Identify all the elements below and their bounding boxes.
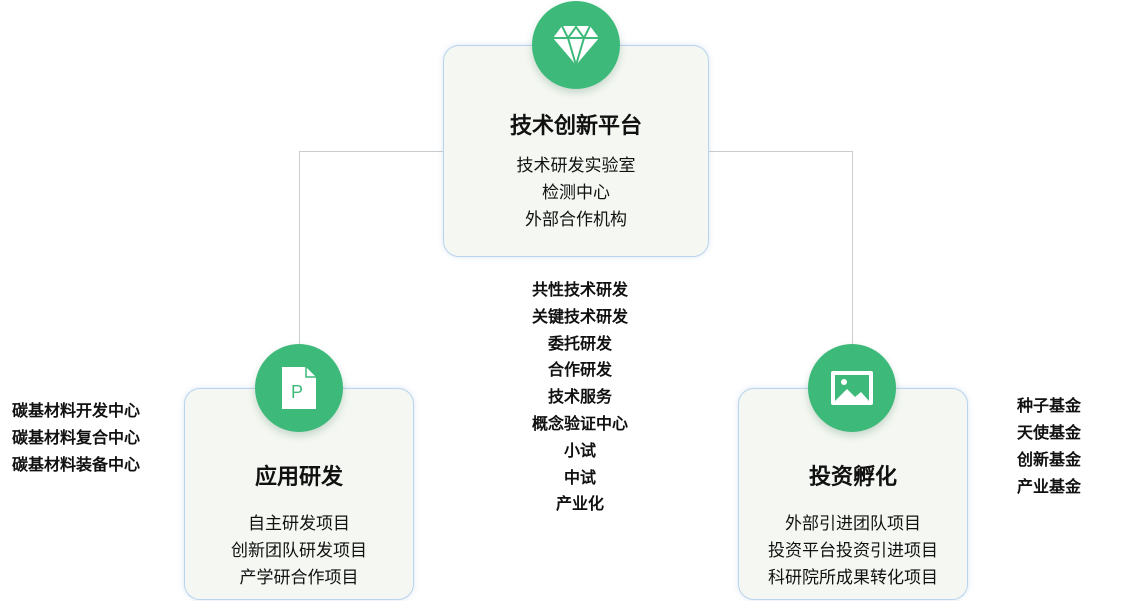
- box-item: 技术研发实验室: [516, 156, 636, 176]
- box-item: 自主研发项目: [248, 514, 350, 534]
- side-item: 碳基材料装备中心: [12, 455, 141, 474]
- middle-item: 合作研发: [547, 360, 612, 380]
- left-side-list: 碳基材料开发中心 碳基材料复合中心 碳基材料装备中心: [12, 397, 140, 478]
- middle-item: 共性技术研发: [531, 280, 628, 299]
- box-item: 投资平台投资引进项目: [768, 541, 938, 561]
- middle-item: 中试: [563, 467, 596, 487]
- box-item: 科研院所成果转化项目: [768, 568, 938, 588]
- middle-item: 产业化: [555, 494, 604, 514]
- middle-item: 技术服务: [547, 387, 612, 407]
- image-icon: [808, 344, 896, 432]
- investment-incubation-box: 投资孵化 外部引进团队项目 投资平台投资引进项目 科研院所成果转化项目: [738, 388, 968, 600]
- side-item: 碳基材料开发中心: [12, 401, 141, 420]
- box-title: 应用研发: [254, 465, 343, 490]
- middle-item: 小试: [563, 440, 596, 460]
- connector-left-v: [299, 151, 300, 345]
- box-item: 创新团队研发项目: [231, 541, 367, 561]
- connector-right-h: [709, 151, 853, 152]
- side-item: 天使基金: [1017, 423, 1082, 442]
- box-item: 产学研合作项目: [239, 568, 359, 588]
- side-item: 碳基材料复合中心: [12, 428, 141, 447]
- box-title: 技术创新平台: [509, 114, 642, 139]
- connector-left-h: [299, 151, 443, 152]
- box-item: 外部合作机构: [525, 210, 627, 230]
- middle-list: 共性技术研发 关键技术研发 委托研发 合作研发 技术服务 概念验证中心 小试 中…: [480, 277, 680, 518]
- svg-text:P: P: [291, 382, 303, 402]
- side-item: 创新基金: [1017, 450, 1082, 469]
- document-p-icon: P: [255, 344, 343, 432]
- diamond-icon: [532, 1, 620, 89]
- middle-item: 概念验证中心: [531, 413, 628, 433]
- box-item: 外部引进团队项目: [785, 514, 921, 534]
- middle-item: 委托研发: [547, 333, 612, 353]
- right-side-list: 种子基金 天使基金 创新基金 产业基金: [1017, 392, 1081, 500]
- box-item: 检测中心: [542, 183, 610, 203]
- box-title: 投资孵化: [808, 465, 897, 490]
- side-item: 产业基金: [1017, 477, 1082, 496]
- middle-item: 关键技术研发: [531, 306, 628, 326]
- connector-right-v: [852, 151, 853, 345]
- side-item: 种子基金: [1017, 396, 1082, 415]
